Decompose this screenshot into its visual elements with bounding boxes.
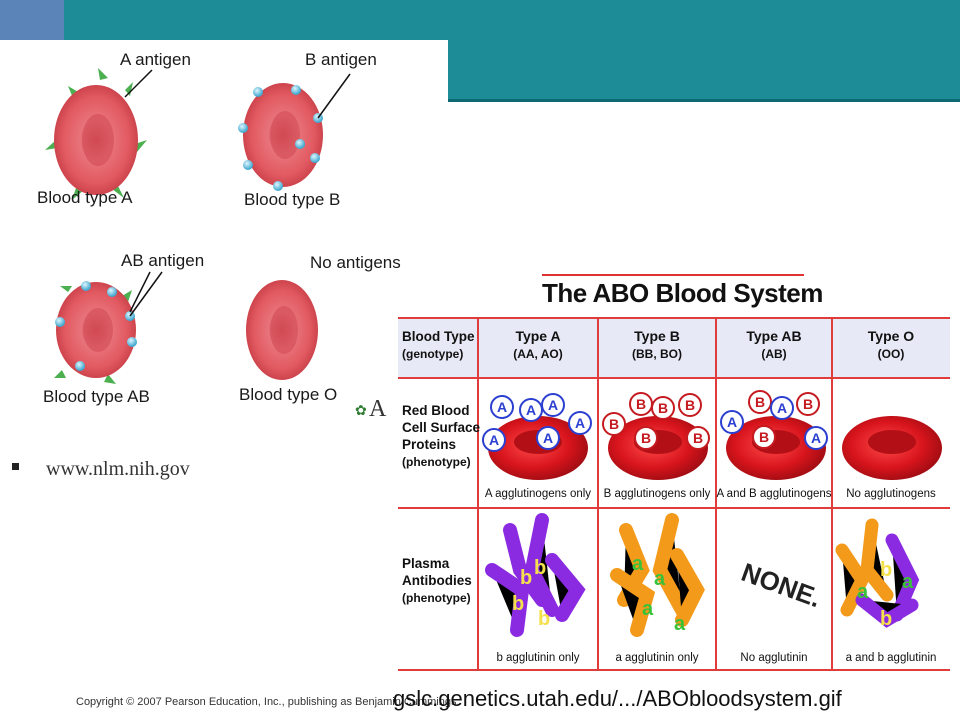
col-genotype: (BB, BO) xyxy=(632,347,682,361)
row-header-label: Blood Type xyxy=(402,329,475,344)
red-cell-type-ab xyxy=(54,281,137,384)
svg-text:b: b xyxy=(534,557,546,579)
col-name: Type AB xyxy=(746,328,802,344)
red-cell-type-a xyxy=(45,68,147,200)
abo-table-title: The ABO Blood System xyxy=(542,278,823,308)
row-label-sub: (phenotype) xyxy=(402,591,471,605)
svg-text:B: B xyxy=(636,396,646,412)
label-a-antigen: A antigen xyxy=(120,50,191,69)
header-accent-block xyxy=(0,0,64,40)
svg-text:A: A xyxy=(497,399,507,415)
plasma-caption-type-o: a and b agglutinin xyxy=(845,652,937,664)
partial-bullet-text: A xyxy=(369,396,387,422)
cell-caption-type-a: A agglutinogens only xyxy=(484,488,592,500)
svg-text:B: B xyxy=(685,397,695,413)
row-label-line: Red Blood xyxy=(402,403,470,418)
svg-text:B: B xyxy=(658,400,668,416)
cell-caption-type-ab: A and B agglutinogens xyxy=(716,488,832,500)
bullet-icon xyxy=(12,463,19,470)
svg-text:A: A xyxy=(526,402,536,418)
col-name: Type O xyxy=(867,328,915,344)
cell-caption-type-o: No agglutinogens xyxy=(846,488,936,500)
col-genotype: (AA, AO) xyxy=(513,347,563,361)
svg-text:A: A xyxy=(811,430,821,446)
antigen-figure: A antigen B antigen Blood type A Blood t… xyxy=(0,40,448,420)
svg-text:b: b xyxy=(512,593,524,615)
leaf-bullet-icon: ✿ xyxy=(355,402,367,418)
red-cell-type-o xyxy=(246,280,318,380)
row-label-red-cell: Red Blood Cell Surface Proteins (phenoty… xyxy=(402,402,480,471)
svg-text:b: b xyxy=(520,567,532,589)
header-underline xyxy=(448,99,960,102)
plasma-caption-type-ab: No agglutinin xyxy=(740,652,808,664)
rbc-type-o xyxy=(842,416,942,480)
svg-text:A: A xyxy=(489,432,499,448)
svg-text:a: a xyxy=(642,598,654,620)
svg-text:A: A xyxy=(548,397,558,413)
col-header-type-b: Type B (BB, BO) xyxy=(598,328,716,363)
label-blood-type-ab: Blood type AB xyxy=(43,387,150,406)
svg-text:A: A xyxy=(777,400,787,416)
svg-text:B: B xyxy=(803,396,813,412)
antibodies-type-o: ab ab xyxy=(835,518,920,630)
row-header-blood-type: Blood Type (genotype) xyxy=(402,328,475,363)
copyright-text: Copyright © 2007 Pearson Education, Inc.… xyxy=(76,696,460,708)
antigen-figure-art xyxy=(45,68,351,384)
plasma-caption-type-b: a agglutinin only xyxy=(615,652,699,664)
svg-text:a: a xyxy=(632,553,644,575)
col-header-type-o: Type O (OO) xyxy=(832,328,950,363)
cell-caption-type-b: B agglutinogens only xyxy=(603,488,711,500)
row-header-sub: (genotype) xyxy=(402,347,464,361)
row-label-line: Cell Surface xyxy=(402,420,481,435)
svg-text:A: A xyxy=(575,415,585,431)
svg-text:A: A xyxy=(727,414,737,430)
svg-text:a: a xyxy=(674,613,686,635)
row-label-line: Antibodies xyxy=(402,573,472,588)
red-cell-type-b xyxy=(238,83,323,191)
plasma-caption-type-a: b agglutinin only xyxy=(496,652,580,664)
svg-text:B: B xyxy=(755,394,765,410)
svg-text:B: B xyxy=(693,430,703,446)
abo-table-figure: The ABO Blood System xyxy=(392,270,960,675)
row-label-line: Proteins xyxy=(402,437,457,452)
label-blood-type-a: Blood type A xyxy=(37,188,133,207)
svg-text:a: a xyxy=(654,568,666,590)
label-blood-type-o: Blood type O xyxy=(239,385,338,404)
svg-text:a: a xyxy=(857,581,869,603)
row-label-sub: (phenotype) xyxy=(402,455,471,469)
col-name: Type A xyxy=(515,328,561,344)
svg-text:A: A xyxy=(543,430,553,446)
label-b-antigen: B antigen xyxy=(305,50,377,69)
svg-text:b: b xyxy=(880,559,892,581)
col-name: Type B xyxy=(634,328,680,344)
svg-text:B: B xyxy=(641,430,651,446)
row-label-plasma: Plasma Antibodies (phenotype) xyxy=(402,555,472,607)
col-genotype: (OO) xyxy=(877,347,905,361)
row-label-line: Plasma xyxy=(402,556,450,571)
svg-text:B: B xyxy=(759,429,769,445)
col-header-type-a: Type A (AA, AO) xyxy=(478,328,598,363)
bullet-link-text[interactable]: www.nlm.nih.gov xyxy=(46,458,190,480)
svg-text:b: b xyxy=(538,608,550,630)
svg-text:B: B xyxy=(609,416,619,432)
label-ab-antigen: AB antigen xyxy=(121,251,205,270)
label-blood-type-b: Blood type B xyxy=(244,190,341,209)
source-link[interactable]: gslc.genetics.utah.edu/.../ABObloodsyste… xyxy=(393,686,842,711)
col-genotype: (AB) xyxy=(761,347,787,361)
title-rule xyxy=(542,274,804,276)
svg-text:b: b xyxy=(880,608,892,630)
svg-text:a: a xyxy=(902,571,914,593)
label-no-antigens: No antigens xyxy=(310,253,401,272)
col-header-type-ab: Type AB (AB) xyxy=(716,328,832,363)
